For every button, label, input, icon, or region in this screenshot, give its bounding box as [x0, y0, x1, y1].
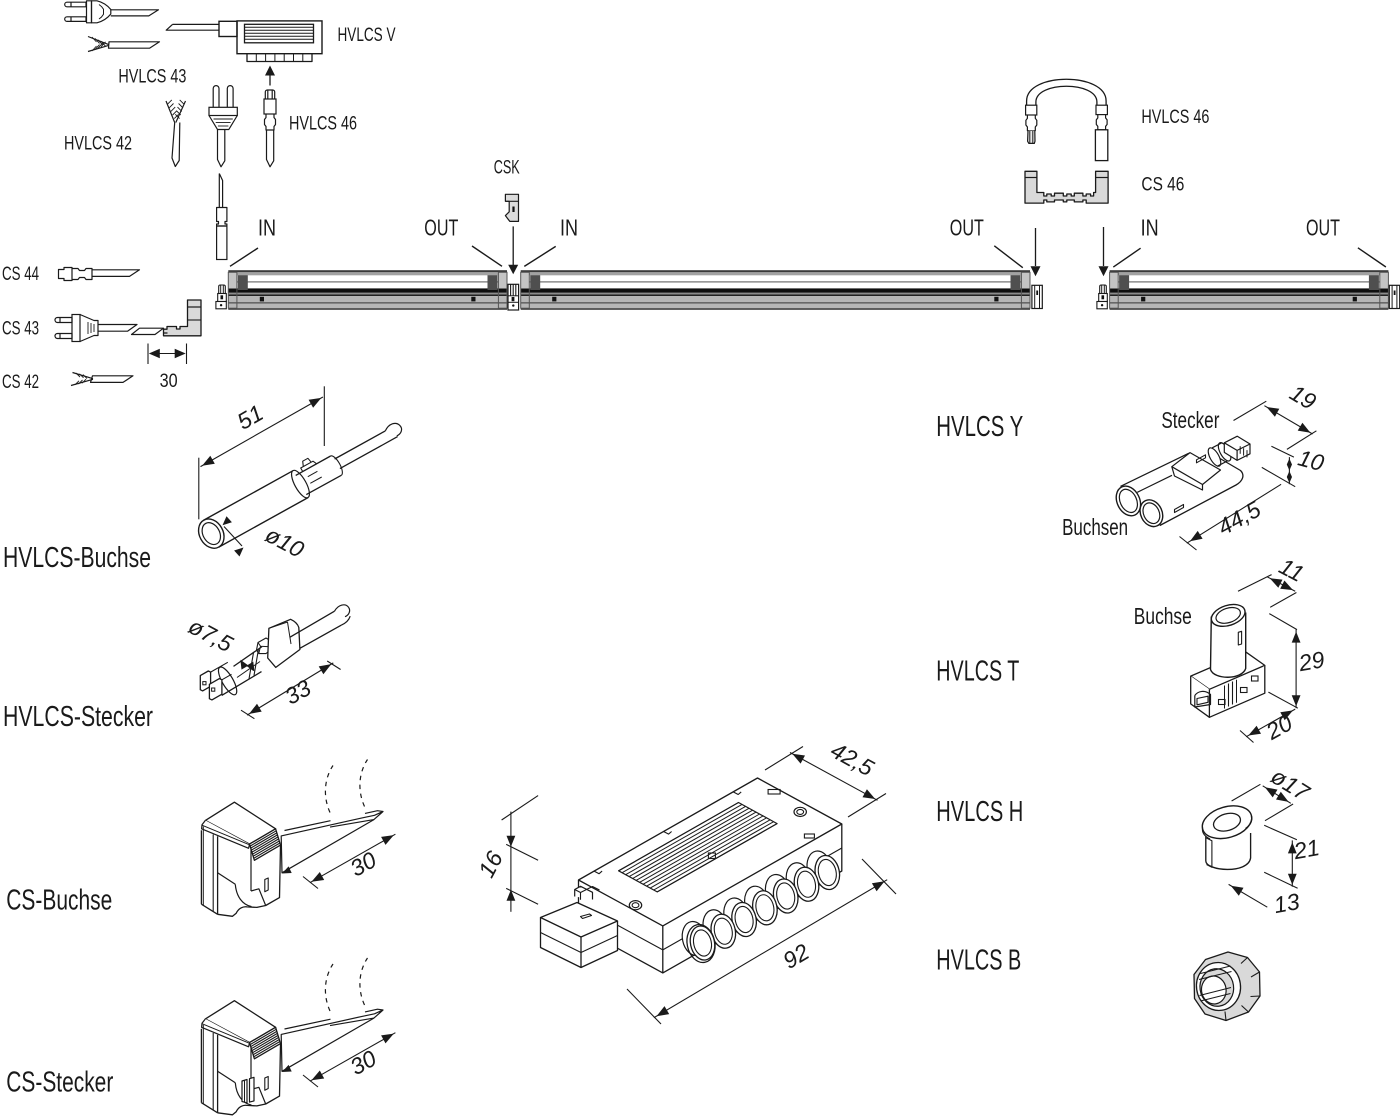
svg-text:ø10: ø10	[261, 521, 308, 563]
svg-text:CS 43: CS 43	[2, 319, 39, 340]
svg-text:51: 51	[233, 399, 268, 434]
svg-text:44,5: 44,5	[1213, 496, 1265, 541]
svg-text:IN: IN	[258, 215, 276, 241]
svg-text:30: 30	[160, 371, 178, 392]
svg-text:OUT: OUT	[950, 215, 984, 241]
svg-text:CS-Stecker: CS-Stecker	[6, 1067, 113, 1099]
svg-text:IN: IN	[1141, 215, 1159, 241]
svg-text:HVLCS V: HVLCS V	[338, 25, 396, 46]
svg-text:HVLCS-Stecker: HVLCS-Stecker	[3, 701, 153, 733]
svg-text:Buchsen: Buchsen	[1062, 514, 1128, 540]
svg-text:30: 30	[346, 846, 381, 881]
svg-text:HVLCS T: HVLCS T	[936, 656, 1019, 688]
svg-text:HVLCS Y: HVLCS Y	[936, 411, 1023, 443]
svg-text:CS 44: CS 44	[2, 264, 39, 285]
svg-text:ø7,5: ø7,5	[184, 613, 237, 658]
svg-text:33: 33	[280, 674, 315, 709]
svg-text:16: 16	[473, 847, 508, 882]
svg-text:HVLCS 43: HVLCS 43	[118, 67, 186, 88]
svg-text:HVLCS B: HVLCS B	[936, 945, 1021, 977]
svg-text:30: 30	[346, 1045, 381, 1080]
svg-text:19: 19	[1285, 379, 1320, 414]
svg-text:ø17: ø17	[1267, 763, 1315, 807]
svg-text:HVLCS 46: HVLCS 46	[289, 114, 357, 135]
svg-text:HVLCS-Buchse: HVLCS-Buchse	[3, 542, 151, 574]
svg-text:10: 10	[1295, 444, 1327, 476]
svg-text:13: 13	[1272, 888, 1302, 918]
svg-text:42,5: 42,5	[826, 737, 878, 781]
svg-text:OUT: OUT	[424, 215, 458, 241]
svg-text:IN: IN	[560, 215, 578, 241]
svg-text:HVLCS H: HVLCS H	[936, 796, 1023, 828]
svg-text:CS-Buchse: CS-Buchse	[6, 885, 112, 917]
svg-text:20: 20	[1261, 709, 1297, 745]
svg-text:Stecker: Stecker	[1161, 407, 1219, 433]
svg-text:CS 42: CS 42	[2, 372, 39, 393]
svg-text:HVLCS 42: HVLCS 42	[64, 134, 132, 155]
svg-text:CSK: CSK	[494, 158, 520, 179]
svg-text:OUT: OUT	[1306, 215, 1340, 241]
svg-text:HVLCS 46: HVLCS 46	[1141, 107, 1209, 128]
svg-text:CS 46: CS 46	[1141, 175, 1184, 196]
svg-text:29: 29	[1296, 646, 1327, 676]
svg-text:92: 92	[778, 938, 813, 974]
svg-text:21: 21	[1291, 834, 1322, 864]
svg-text:Buchse: Buchse	[1134, 603, 1192, 629]
